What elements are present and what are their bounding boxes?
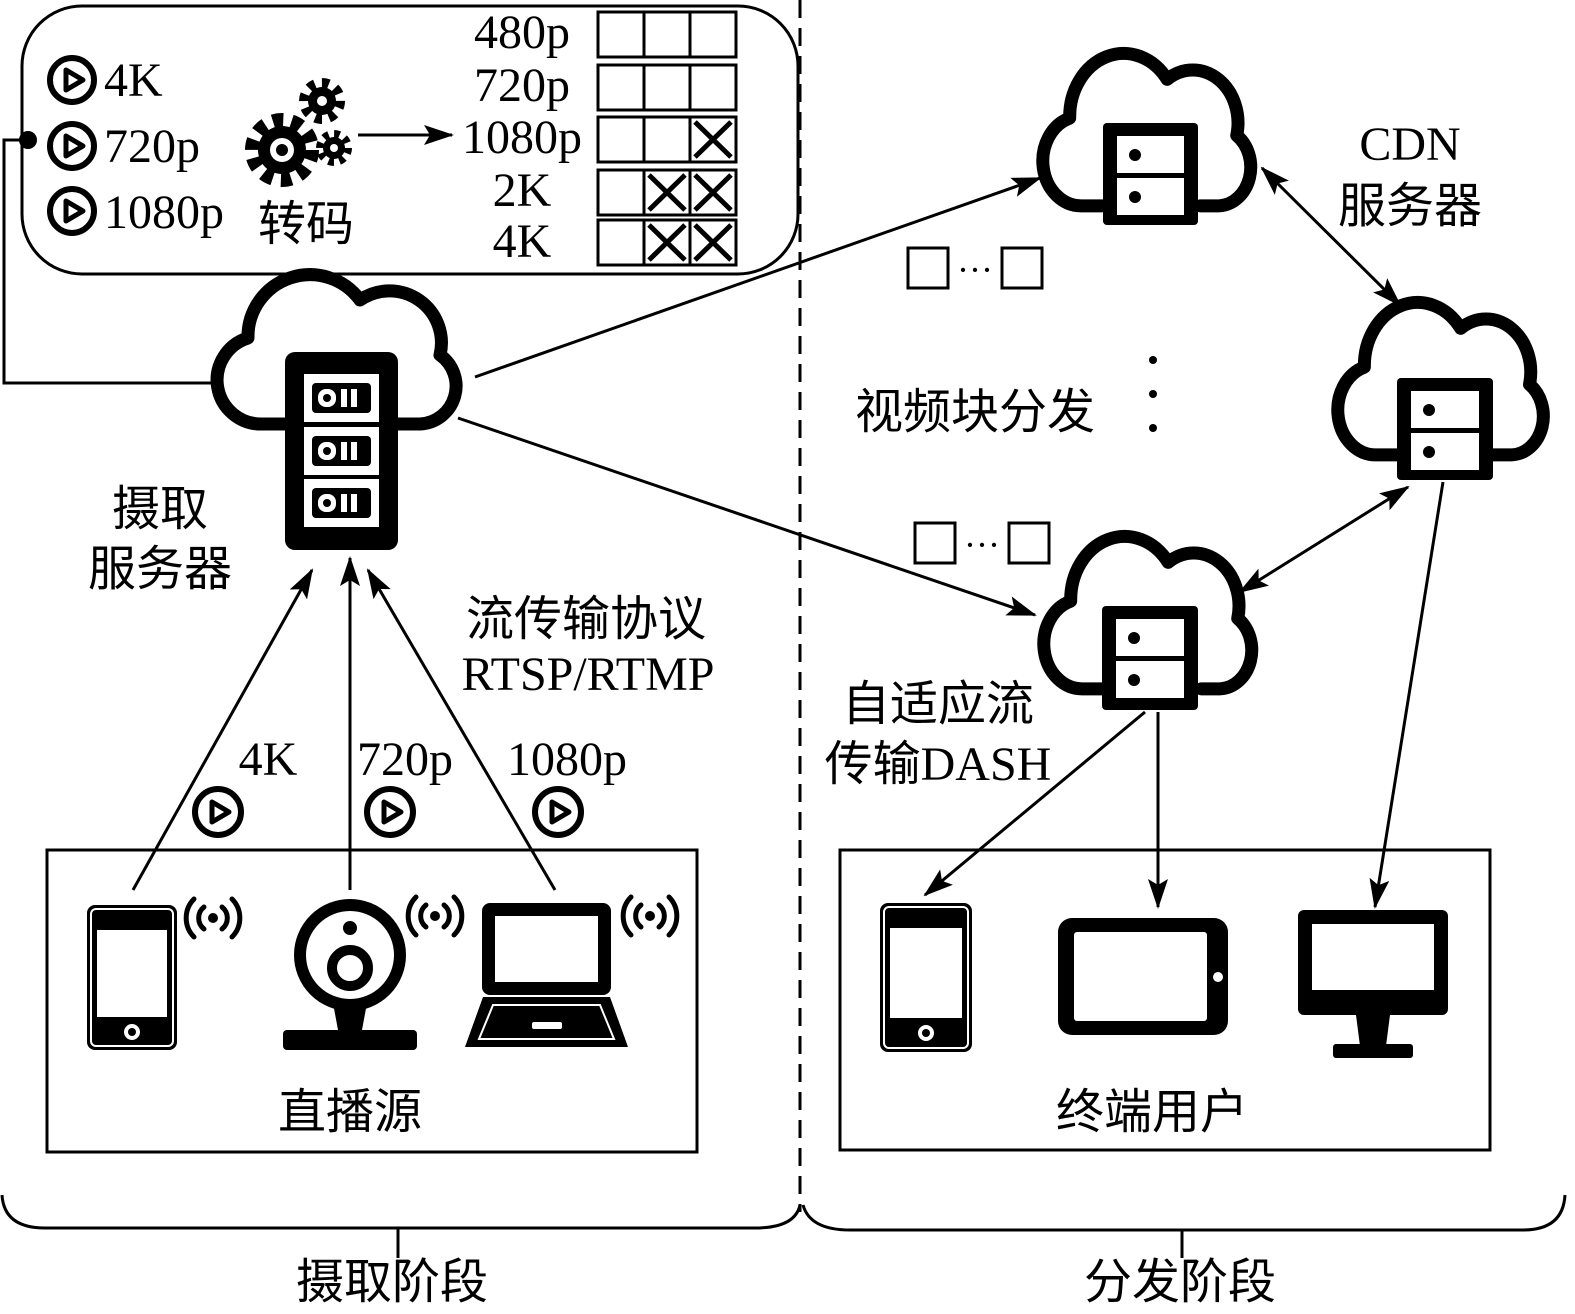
end-user-label: 终端用户 [1056,1086,1248,1139]
transcode-label: 转码 [258,198,354,251]
chunk-distribution-label: 视频块分发 [855,386,1095,439]
live-source-box [45,848,699,1154]
ladder-row-label: 4K [493,215,552,268]
cloud-icon [1043,53,1251,205]
upload-stream-label: 1080p [507,733,627,786]
ladder-cell [688,63,738,112]
desktop-monitor-icon [1298,910,1448,1058]
panel-connector-line [2,138,222,385]
video-chunks-icon [906,246,1044,290]
wireless-signal-icon [405,894,465,938]
ingest-server-label: 服务器 [88,543,232,596]
cdn-server-icon [1044,536,1252,710]
cloud-icon [1338,302,1544,454]
smartphone-icon [87,905,177,1050]
delivery-arrow [1369,481,1445,909]
cloud-icon [210,268,463,431]
server-slot-icon [304,374,379,422]
ingest-server-label: 摄取 [112,483,208,536]
upload-arrow [366,568,557,891]
ladder-row-label: 2K [493,164,552,217]
cdn-label: 服务器 [1338,180,1482,233]
cdn-peer-arrow [1260,166,1402,307]
transcode-panel: 4K 720p 1080p 转码 480p 720p 1080p 2K 4K [20,4,800,276]
ladder-cell-x-mark [693,173,733,212]
stream-play-icon [532,786,584,838]
ladder-cell [688,10,738,59]
cdn-server-icon [1043,53,1251,225]
input-play-icon [47,186,97,236]
ladder-cell-x-mark [693,223,733,262]
cdn-label: CDN [1359,118,1460,171]
gears-icon [245,78,352,187]
ladder-cell [596,63,646,112]
tablet-icon [1058,918,1228,1035]
input-label: 1080p [104,186,224,239]
ladder-cell [596,10,646,59]
input-play-icon [47,121,97,171]
ladder-cell [642,10,692,59]
upload-arrow [131,568,314,891]
upload-stream-label: 4K [239,733,298,786]
dash-label: 自适应流 [842,678,1034,731]
protocol-label: RTSP/RTMP [461,648,714,701]
chunk-ellipsis: ··· [957,250,993,290]
ladder-row-label: 1080p [462,111,582,164]
ladder-row-label: 480p [474,6,570,59]
server-slot-icon [304,479,379,527]
cdn-peer-arrow [1238,485,1410,594]
ladder-cell [596,218,646,267]
distribution-arrow [457,416,1037,617]
chunk-ellipsis: ··· [964,525,1000,565]
input-label: 720p [104,120,200,173]
distribution-stage-brace [801,1194,1567,1258]
ladder-row-label: 720p [474,59,570,112]
input-play-icon [47,55,97,105]
cloud-icon [1044,536,1252,688]
delivery-arrow [923,710,1146,897]
ladder-cell [642,63,692,112]
ingest-stage-brace [0,1194,802,1258]
stream-play-icon [364,786,416,838]
video-chunks-icon [913,521,1051,565]
protocol-label: 流传输协议 [466,593,706,646]
wireless-signal-icon [183,896,243,940]
ladder-cell [642,115,692,164]
upload-stream-label: 720p [357,733,453,786]
ladder-cell-x-mark [647,173,687,212]
cdn-server-icon [1338,302,1544,480]
laptop-icon [465,903,628,1047]
input-label: 4K [104,54,163,107]
webcam-icon [283,899,417,1050]
ingest-stage-label: 摄取阶段 [296,1256,488,1309]
server-slot-icon [304,427,379,475]
ladder-cell [596,115,646,164]
ladder-cell-x-mark [693,120,733,159]
end-user-box [838,848,1492,1152]
live-source-label: 直播源 [278,1086,422,1139]
vertical-ellipsis-icon [1149,356,1157,432]
wireless-signal-icon [620,894,680,938]
distribution-arrow [474,176,1042,379]
ladder-cell [596,168,646,217]
dash-label: 传输DASH [825,738,1052,791]
ladder-grid [596,10,738,267]
ingest-server-icon [210,268,463,550]
stream-play-icon [192,786,244,838]
smartphone-icon [880,903,972,1052]
distribution-stage-label: 分发阶段 [1084,1256,1276,1309]
ladder-cell-x-mark [647,223,687,262]
